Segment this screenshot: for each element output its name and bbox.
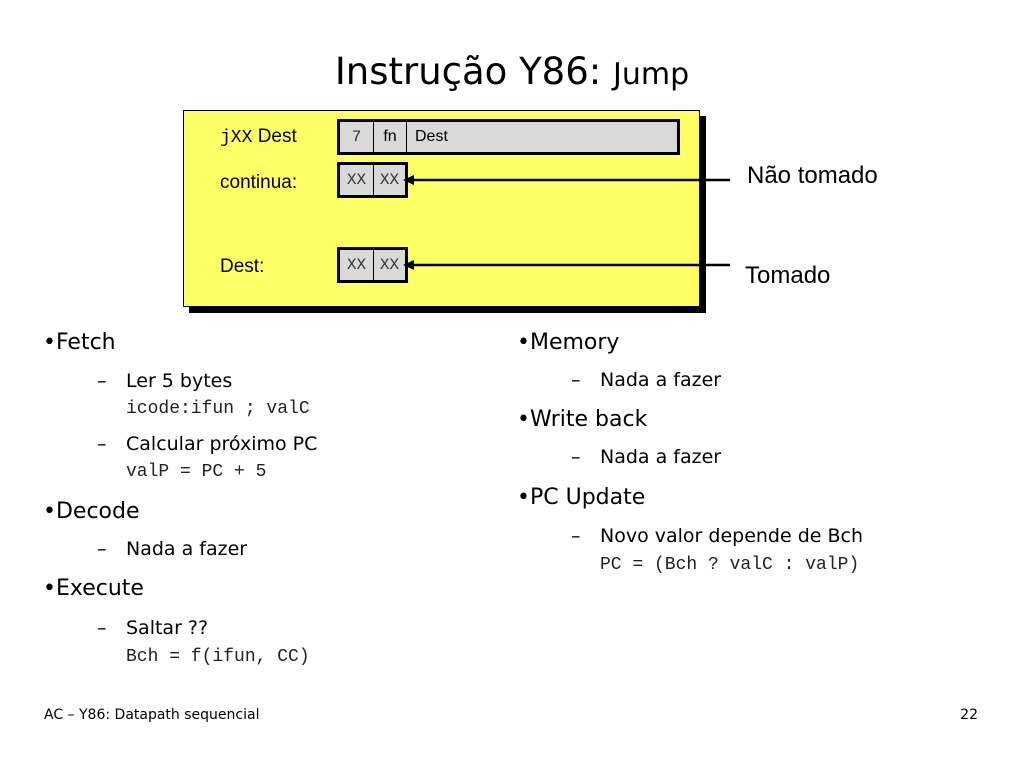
not-taken-arrowhead bbox=[403, 175, 414, 185]
title-sub: Jump bbox=[613, 57, 690, 92]
dest-cell: XX XX bbox=[337, 247, 408, 283]
bullet-writeback: •Write back bbox=[517, 407, 648, 432]
dash-marker: – bbox=[571, 369, 581, 391]
fetch-code-2: valP = PC + 5 bbox=[126, 462, 267, 482]
page-number: 22 bbox=[960, 707, 978, 723]
fetch-item-2: Calcular próximo PC bbox=[126, 433, 318, 455]
dash-marker: – bbox=[97, 370, 107, 392]
slide-title: Instrução Y86: Jump bbox=[0, 50, 1024, 93]
taken-arrowhead bbox=[403, 260, 414, 270]
bullet-memory: •Memory bbox=[517, 330, 620, 355]
instruction-operand: Dest bbox=[257, 126, 297, 147]
continua-label: continua: bbox=[220, 172, 298, 193]
instruction-encoding: 7 fn Dest bbox=[337, 119, 680, 155]
execute-item: Saltar ?? bbox=[126, 617, 209, 639]
instruction-mnemonic: jXX bbox=[220, 128, 253, 148]
bullet-fetch: •Fetch bbox=[43, 330, 116, 355]
dest-byte-1: XX bbox=[340, 250, 374, 280]
pcupdate-code: PC = (Bch ? valC : valP) bbox=[600, 555, 860, 575]
instruction-label: jXX Dest bbox=[220, 126, 297, 148]
dest-label: Dest: bbox=[220, 256, 265, 277]
continua-byte-2: XX bbox=[379, 171, 400, 189]
fetch-code-1: icode:ifun ; valC bbox=[126, 399, 310, 419]
memory-item: Nada a fazer bbox=[600, 369, 722, 391]
pcupdate-item: Novo valor depende de Bch bbox=[600, 525, 864, 547]
bullet-execute: •Execute bbox=[43, 576, 144, 601]
fetch-item-1: Ler 5 bytes bbox=[126, 370, 233, 392]
not-taken-label: Não tomado bbox=[747, 162, 878, 189]
title-main: Instrução Y86: bbox=[334, 50, 602, 93]
dest-byte-2: XX bbox=[379, 256, 400, 274]
continua-byte-1: XX bbox=[340, 165, 374, 195]
bullet-pcupdate: •PC Update bbox=[517, 485, 646, 510]
dash-marker: – bbox=[97, 538, 107, 560]
decode-item: Nada a fazer bbox=[126, 538, 248, 560]
dash-marker: – bbox=[571, 446, 581, 468]
encoding-dest: Dest bbox=[415, 128, 448, 145]
writeback-item: Nada a fazer bbox=[600, 446, 722, 468]
footer-course: AC – Y86: Datapath sequencial bbox=[44, 707, 260, 723]
encoding-icode: 7 bbox=[340, 122, 374, 152]
dash-marker: – bbox=[97, 433, 107, 455]
taken-label: Tomado bbox=[745, 262, 831, 289]
execute-code: Bch = f(ifun, CC) bbox=[126, 647, 310, 667]
dash-marker: – bbox=[571, 525, 581, 547]
dash-marker: – bbox=[97, 617, 107, 639]
encoding-fn: fn bbox=[374, 122, 407, 152]
bullet-decode: •Decode bbox=[43, 499, 140, 524]
